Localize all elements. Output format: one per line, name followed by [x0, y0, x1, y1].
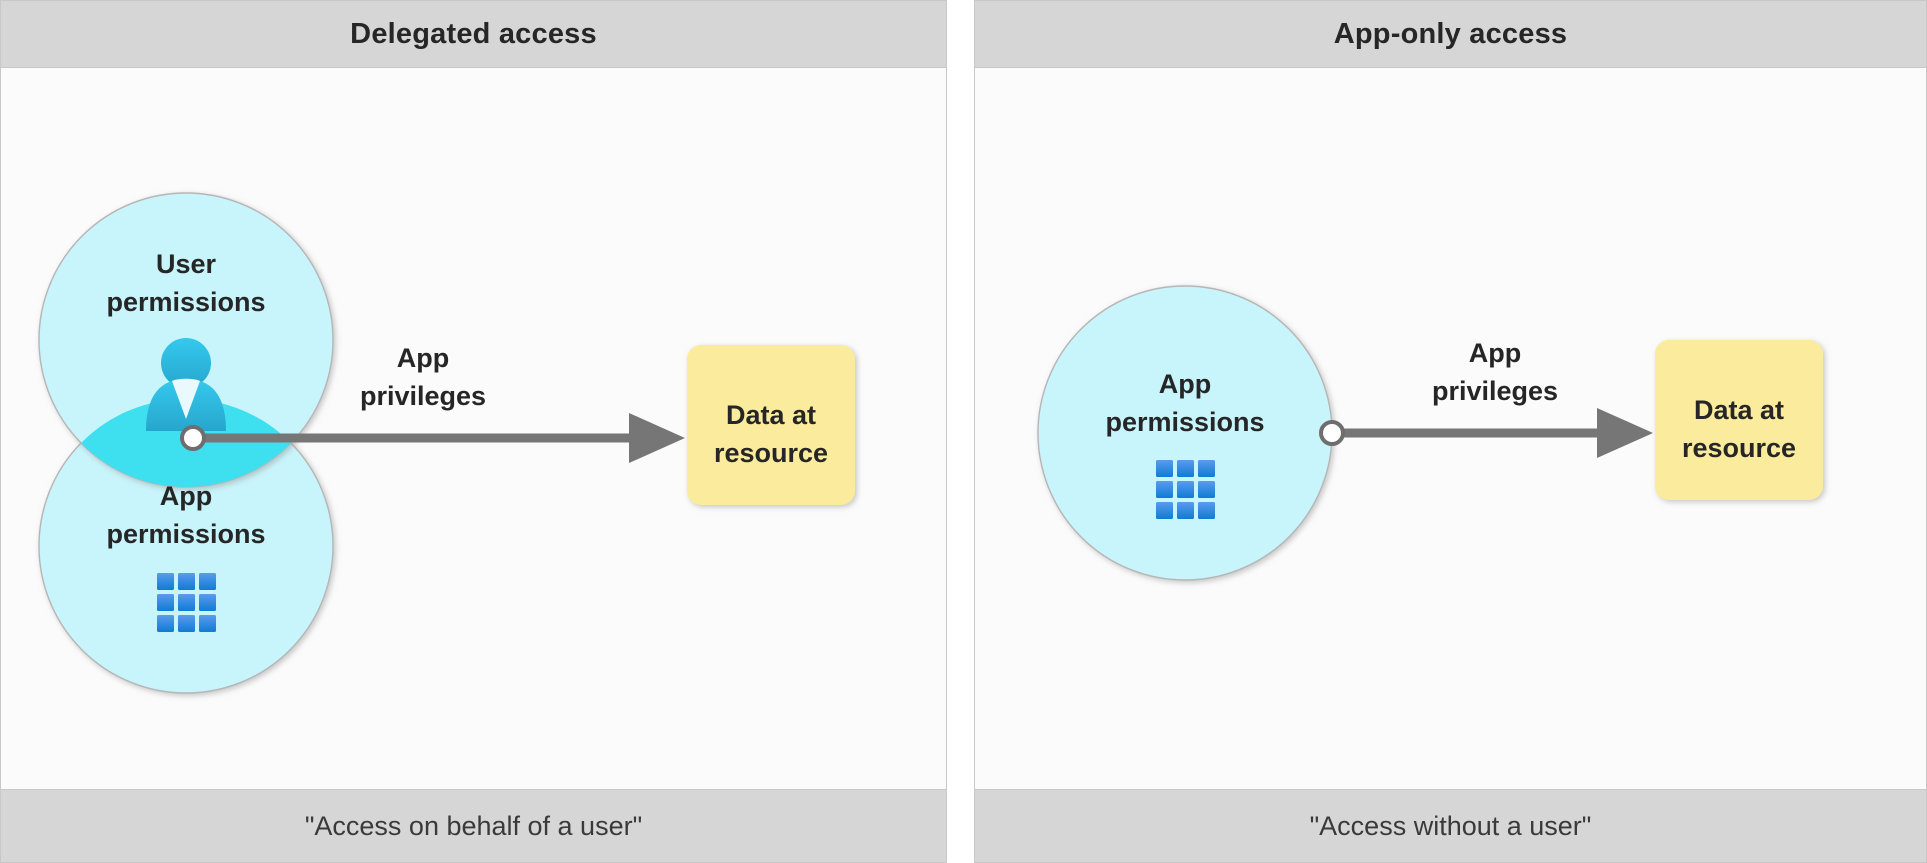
arrow-label-left-line2: privileges	[360, 381, 486, 411]
panel-caption-app-only: "Access without a user"	[1309, 810, 1592, 841]
panel-body-app-only: App permissions App	[975, 68, 1926, 789]
app-grid-icon-right	[1156, 460, 1215, 519]
panel-caption-delegated: "Access on behalf of a user"	[304, 810, 643, 841]
resource-box-label-left-line1: Data at	[726, 400, 816, 430]
circle-label-user-permissions-line2: permissions	[106, 287, 265, 317]
connector-dot-left	[180, 425, 206, 451]
panel-footer-app-only: "Access without a user"	[975, 789, 1926, 862]
delegated-diagram-svg: User permissions App permissions	[38, 192, 855, 694]
resource-box-label-right-line1: Data at	[1694, 395, 1784, 425]
circle-label-user-permissions-line1: User	[156, 249, 217, 279]
circle-label-app-permissions-line2-right: permissions	[1105, 407, 1264, 437]
circle-label-app-permissions-line1-left: App	[160, 481, 212, 511]
arrow-label-left-line1: App	[397, 343, 449, 373]
panel-footer-delegated: "Access on behalf of a user"	[1, 789, 946, 862]
panel-header-delegated: Delegated access	[1, 1, 946, 68]
panel-title-app-only: App-only access	[1333, 17, 1568, 50]
arrow-label-right-line1: App	[1469, 338, 1521, 368]
panel-app-only-access: App-only access App permissions	[974, 0, 1927, 863]
app-grid-icon-left	[157, 573, 216, 632]
panel-header-app-only: App-only access	[975, 1, 1926, 68]
resource-box-right	[1655, 340, 1823, 500]
panel-delegated-access: Delegated access	[0, 0, 947, 863]
panel-title-delegated: Delegated access	[350, 17, 597, 50]
connector-dot-right	[1319, 420, 1345, 446]
circle-label-app-permissions-line1-right: App	[1159, 369, 1211, 399]
resource-box-left	[687, 345, 855, 505]
arrow-label-right-line2: privileges	[1432, 376, 1558, 406]
resource-box-label-right-line2: resource	[1682, 433, 1796, 463]
arrow-head-left	[629, 413, 685, 463]
panel-body-delegated: User permissions App permissions	[1, 68, 946, 789]
circle-label-app-permissions-line2-left: permissions	[106, 519, 265, 549]
resource-box-label-left-line2: resource	[714, 438, 828, 468]
arrow-head-right	[1597, 408, 1653, 458]
app-only-diagram-svg: App permissions App	[1037, 285, 1823, 581]
person-icon	[146, 338, 226, 431]
